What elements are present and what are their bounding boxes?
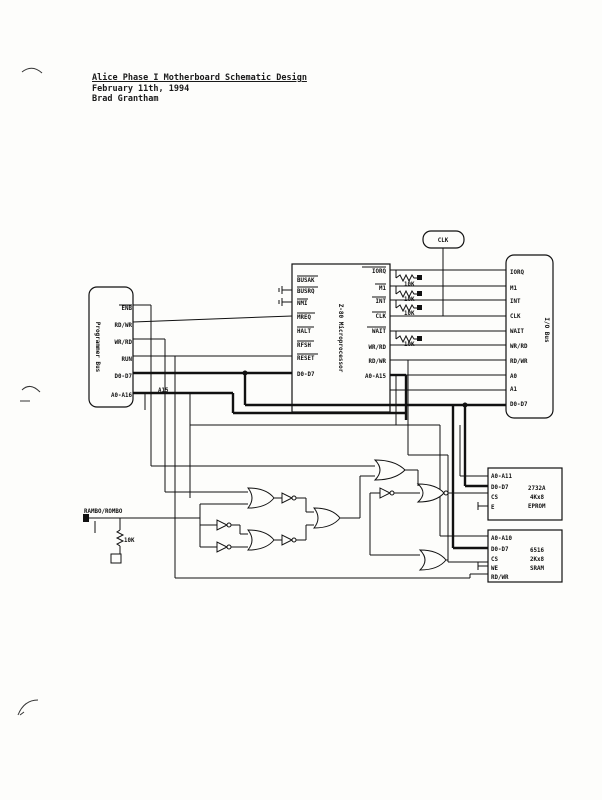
z80-cpu-box (291, 263, 391, 413)
cpu-pin-d0d7: D0-D7 (297, 372, 315, 378)
cpu-pin-iorq: IORQ (372, 269, 386, 275)
sram-pin-we: WE (491, 566, 498, 572)
cpu-io-wires (390, 269, 506, 391)
cpu-pin-rfsh: RFSH (297, 343, 311, 349)
eprom-pin-addr: A0-A11 (491, 474, 512, 480)
eprom-part: 2732A (528, 486, 546, 492)
resistor-value-4: 10K (404, 342, 415, 348)
cpu-pin-wrrd: WR/RD (369, 345, 387, 351)
punch-mark-middle (20, 386, 41, 402)
cpu-right-pins: IORQ M1 INT CLK WAIT WR/RD RD/WR A0-A15 (365, 269, 386, 380)
sram-chip (487, 529, 563, 583)
cpu-pin-int: INT (376, 299, 387, 305)
sram-pin-rdwr: RD/WR (491, 575, 509, 581)
eprom-pin-data: D0-D7 (491, 485, 509, 491)
io-bus-pins: IORQ M1 INT CLK WAIT WR/RD RD/WR A0 A1 D… (510, 270, 528, 408)
io-pin-int: INT (510, 299, 521, 305)
or-gate-6 (418, 549, 447, 571)
io-pin-a0: A0 (510, 374, 517, 380)
pullup-resistors: 10K 10K 10K 10K (395, 270, 422, 348)
io-pin-rdwr: RD/WR (510, 359, 528, 365)
io-bus-box (505, 254, 554, 419)
sram-size: 2Kx8 (530, 557, 544, 563)
prog-pin-wrrd: WR/RD (115, 340, 133, 346)
prog-pin-enb: ENB (122, 306, 133, 312)
eprom-pin-e: E (491, 505, 495, 511)
cpu-pin-m1: M1 (379, 286, 386, 292)
inverter-1 (379, 487, 392, 499)
resistor-value-1: 10K (404, 282, 415, 288)
inverter-2 (281, 492, 294, 504)
cpu-pin-wait: WAIT (372, 329, 386, 335)
document-author: Brad Grantham (92, 94, 159, 104)
io-pin-clk: CLK (510, 314, 521, 320)
punch-mark-top (21, 67, 43, 74)
or-gate-5 (312, 507, 341, 529)
cpu-pin-halt: HALT (297, 329, 311, 335)
prog-pin-run: RUN (122, 357, 133, 363)
inverter-4 (216, 519, 229, 531)
cpu-ground-ties (278, 286, 292, 306)
data-address-buses (133, 371, 506, 550)
switch-resistor-value: 10K (124, 538, 135, 544)
sram-part: 6516 (530, 548, 544, 554)
sram-pin-addr: A0-A10 (491, 536, 512, 542)
or-gate-2 (416, 483, 445, 503)
resistor-value-3: 10K (404, 311, 415, 317)
junction-dot (242, 370, 248, 376)
clock-label: CLK (438, 238, 449, 244)
eprom-type: EPROM (528, 504, 546, 510)
inverter-5 (216, 541, 229, 553)
or-gate-4 (246, 529, 275, 551)
sram-pin-cs: CS (491, 557, 498, 563)
switch-label: RAMBO/ROMBO (84, 509, 123, 515)
eprom-pin-cs: CS (491, 495, 498, 501)
programmer-bus-label: Programmer Bus (94, 322, 101, 373)
io-pin-m1: M1 (510, 286, 517, 292)
io-pin-d0d7: D0-D7 (510, 402, 528, 408)
junction-dot (462, 402, 468, 408)
cpu-pin-busak: BUSAK (297, 278, 315, 284)
prog-pin-rdwr: RD/WR (115, 323, 133, 329)
rambo-rombo-switch: 10K RAMBO/ROMBO (83, 509, 200, 564)
sram-pin-data: D0-D7 (491, 547, 509, 553)
io-pin-wait: WAIT (510, 329, 524, 335)
resistor-value-2: 10K (404, 297, 415, 303)
cpu-pin-clk: CLK (376, 314, 387, 320)
io-bus-label: I/O Bus (543, 317, 550, 343)
prog-pin-a0a16: A0-A16 (111, 393, 132, 399)
a15-label: A15 (158, 388, 169, 394)
document-date: February 11th, 1994 (92, 84, 190, 94)
z80-cpu-label: Z-80 Microprocessor (337, 304, 344, 373)
eprom-chip (487, 467, 563, 521)
memory-address-wires (165, 360, 488, 579)
eprom-size: 4Kx8 (530, 495, 544, 501)
sram-type: SRAM (530, 566, 544, 572)
or-gate-3 (246, 487, 275, 509)
or-gate-1 (373, 459, 406, 481)
cpu-pin-busrq: BUSRQ (297, 289, 315, 295)
cpu-pin-rdwr: RD/WR (369, 359, 387, 365)
prog-pin-d0d7: D0-D7 (115, 374, 133, 380)
inverter-3 (281, 534, 294, 546)
cpu-pin-mreq: MREQ (297, 315, 311, 321)
cpu-left-pins: BUSAK BUSRQ NMI MREQ HALT RFSH RESET D0-… (297, 278, 315, 378)
programmer-bus-box (88, 286, 134, 408)
cpu-pin-nmi: NMI (297, 301, 307, 307)
io-pin-iorq: IORQ (510, 270, 524, 276)
cpu-pin-a0a15: A0-A15 (365, 374, 386, 380)
document-title: Alice Phase I Motherboard Schematic Desi… (92, 73, 307, 83)
io-pin-wrrd: WR/RD (510, 344, 528, 350)
cpu-overbars (297, 266, 386, 355)
cpu-pin-reset: RESET (297, 356, 315, 362)
io-pin-a1: A1 (510, 387, 517, 393)
logic-gates (199, 459, 488, 571)
punch-mark-bottom (17, 699, 39, 716)
